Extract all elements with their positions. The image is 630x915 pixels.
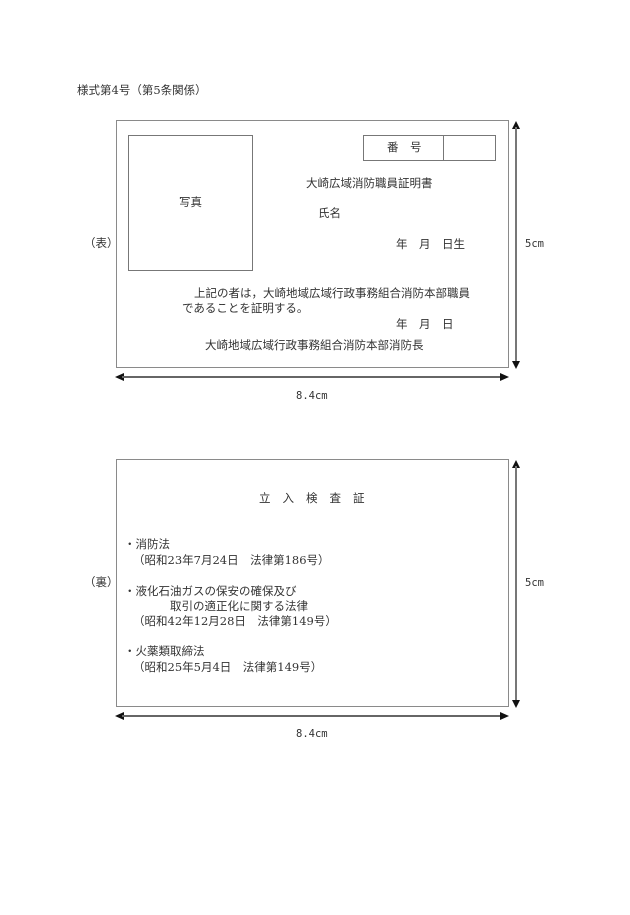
law-1-name: ・消防法 (124, 537, 170, 551)
front-width-line (122, 376, 502, 378)
back-side-label: （裏） (84, 575, 119, 589)
law-2-enactment: （昭和42年12月28日 法律第149号） (133, 614, 337, 628)
birth-date: 年 月 日生 (396, 237, 465, 251)
issue-date: 年 月 日 (396, 317, 454, 331)
arrow-right-icon (500, 712, 509, 720)
back-width-dimension: 8.4cm (296, 728, 328, 740)
back-card (116, 459, 509, 707)
arrow-up-icon (512, 121, 520, 129)
back-title: 立入検査証 (259, 491, 377, 505)
arrow-down-icon (512, 700, 520, 708)
law-3-name: ・火薬類取締法 (124, 644, 205, 658)
number-box (363, 135, 496, 161)
back-height-dimension: 5cm (525, 577, 544, 589)
photo-label: 写真 (179, 195, 202, 209)
front-height-line (515, 127, 517, 363)
front-width-dimension: 8.4cm (296, 390, 328, 402)
number-box-divider (443, 136, 445, 160)
front-card (116, 120, 509, 368)
law-2-name: ・液化石油ガスの保安の確保及び (124, 584, 297, 598)
arrow-up-icon (512, 460, 520, 468)
back-width-line (122, 715, 502, 717)
front-side-label: （表） (84, 236, 119, 250)
number-label: 番 号 (387, 140, 422, 154)
arrow-left-icon (115, 373, 124, 381)
statement-line1: 上記の者は，大崎地域広域行政事務組合消防本部職員 (194, 286, 470, 300)
issuer: 大崎地域広域行政事務組合消防本部消防長 (205, 338, 424, 352)
arrow-right-icon (500, 373, 509, 381)
law-2-name-cont: 取引の適正化に関する法律 (170, 599, 308, 613)
front-height-dimension: 5cm (525, 238, 544, 250)
certificate-title: 大崎広域消防職員証明書 (306, 176, 433, 190)
name-label: 氏名 (318, 206, 341, 220)
arrow-left-icon (115, 712, 124, 720)
law-1-enactment: （昭和23年7月24日 法律第186号） (133, 553, 330, 567)
form-title: 様式第4号（第5条関係） (77, 83, 207, 97)
arrow-down-icon (512, 361, 520, 369)
back-height-line (515, 466, 517, 702)
law-3-enactment: （昭和25年5月4日 法律第149号） (133, 660, 323, 674)
statement-line2: であることを証明する。 (182, 301, 309, 315)
photo-box (128, 135, 253, 271)
